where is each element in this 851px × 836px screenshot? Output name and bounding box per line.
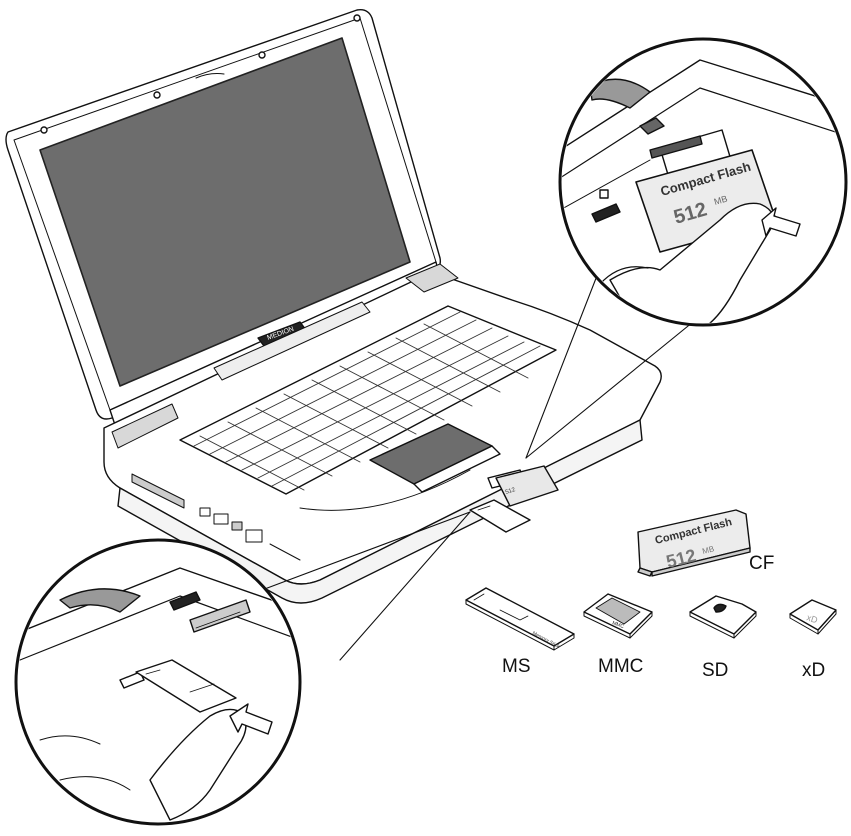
mmc-card-face: MMC: [611, 620, 625, 630]
laptop-keyboard: [179, 305, 557, 495]
cf-card-unit: MB: [701, 544, 715, 556]
xd-card: xD: [789, 599, 837, 635]
zoom-cf-card-unit: MB: [713, 194, 729, 207]
mmc-label: MMC: [598, 656, 644, 677]
sd-card: [689, 595, 757, 639]
inserted-cf-card: [495, 465, 559, 507]
cf-label: CF: [749, 553, 775, 574]
laptop-screen: [39, 37, 411, 387]
laptop: MEDION: [5, 8, 662, 604]
zoom-circle-ms: [14, 538, 302, 826]
zoom-circle-cf: Compact Flash 512 MB: [558, 37, 848, 327]
mmc-card: MMC: [583, 593, 653, 639]
push-arrow-icon: [761, 207, 801, 237]
sd-label: SD: [702, 660, 729, 681]
xd-card-face: xD: [805, 612, 819, 625]
svg-text:512: 512: [505, 487, 517, 496]
ms-label: MS: [502, 656, 531, 677]
xd-label: xD: [802, 660, 826, 681]
cf-card: Compact Flash 512 MB: [637, 509, 751, 577]
push-arrow-icon-2: [229, 703, 273, 735]
ms-card: Memory Stick: [465, 587, 575, 651]
callout-lines: [261, 267, 721, 661]
